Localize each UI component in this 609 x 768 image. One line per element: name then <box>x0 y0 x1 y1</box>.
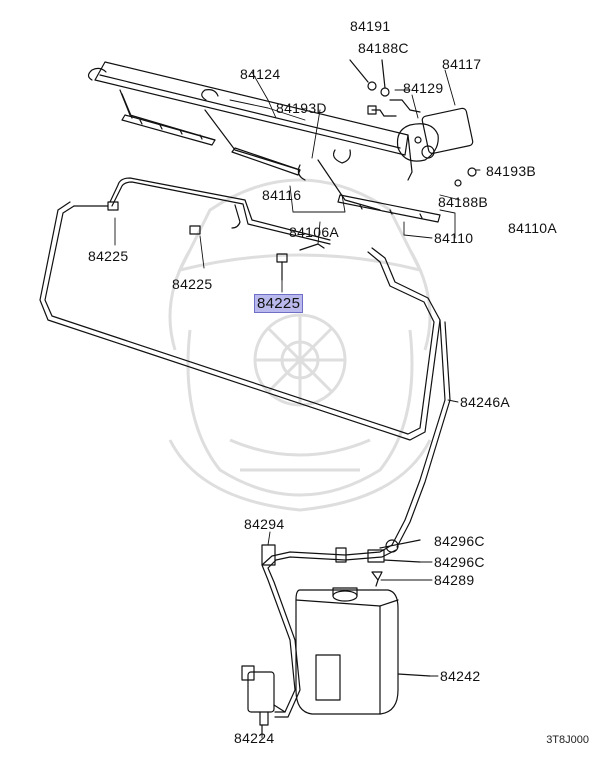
diagram-code: 3T8J000 <box>546 734 589 746</box>
wiper-blade-center[interactable] <box>231 147 301 176</box>
part-label-84193d[interactable]: 84193D <box>276 100 327 116</box>
part-label-84224[interactable]: 84224 <box>234 730 275 746</box>
part-label-84225-middle[interactable]: 84225 <box>172 276 213 292</box>
part-label-84188b[interactable]: 84188B <box>438 194 489 210</box>
bolt-84191[interactable] <box>349 59 377 91</box>
part-label-84296c-top[interactable]: 84296C <box>434 533 485 549</box>
leader-lines <box>114 69 481 739</box>
part-label-84124[interactable]: 84124 <box>240 66 281 82</box>
part-label-84110[interactable]: 84110 <box>434 230 474 246</box>
washer-nozzle-middle[interactable] <box>189 225 201 235</box>
part-label-84294[interactable]: 84294 <box>244 516 285 532</box>
washer-hose-upper[interactable] <box>109 177 331 245</box>
washer-tank[interactable] <box>295 587 431 715</box>
part-label-84193b[interactable]: 84193B <box>486 163 537 179</box>
nut-84193b[interactable] <box>467 167 477 177</box>
watermark-emblem <box>168 178 432 512</box>
grommet-84188c[interactable] <box>380 59 390 97</box>
part-label-84116[interactable]: 84116 <box>262 187 302 203</box>
washer-hose-84246a[interactable] <box>391 319 451 548</box>
washer-nozzle-left[interactable] <box>107 201 119 211</box>
part-label-84110a[interactable]: 84110A <box>508 220 558 236</box>
hose-clamp-84296c-bottom[interactable] <box>367 549 421 563</box>
grommet-84188b[interactable] <box>454 179 462 187</box>
part-label-84117[interactable]: 84117 <box>442 56 482 72</box>
part-label-84289[interactable]: 84289 <box>434 572 475 588</box>
wiper-linkage[interactable] <box>87 61 413 211</box>
washer-hose-frame[interactable] <box>39 201 441 441</box>
part-label-84225-left[interactable]: 84225 <box>88 248 129 264</box>
wiper-motor[interactable] <box>367 99 474 162</box>
part-label-84242[interactable]: 84242 <box>440 668 481 684</box>
wiper-arm-right[interactable] <box>337 194 441 223</box>
part-label-84129[interactable]: 84129 <box>403 80 444 96</box>
washer-nozzle-selected[interactable] <box>276 253 288 281</box>
wiper-blade-left[interactable] <box>121 114 216 146</box>
washer-hose-84294[interactable] <box>261 544 397 718</box>
part-label-84188c[interactable]: 84188C <box>358 40 409 56</box>
part-label-84225-selected[interactable]: 84225 <box>254 294 304 313</box>
washer-pump[interactable] <box>241 665 286 736</box>
part-label-84106a[interactable]: 84106A <box>289 224 340 240</box>
hose-clamp-84296c-top[interactable] <box>379 539 421 553</box>
screw-84289[interactable] <box>371 571 383 587</box>
part-label-84191[interactable]: 84191 <box>350 18 391 34</box>
part-label-84296c-bottom[interactable]: 84296C <box>434 554 485 570</box>
part-label-84246a[interactable]: 84246A <box>460 394 511 410</box>
